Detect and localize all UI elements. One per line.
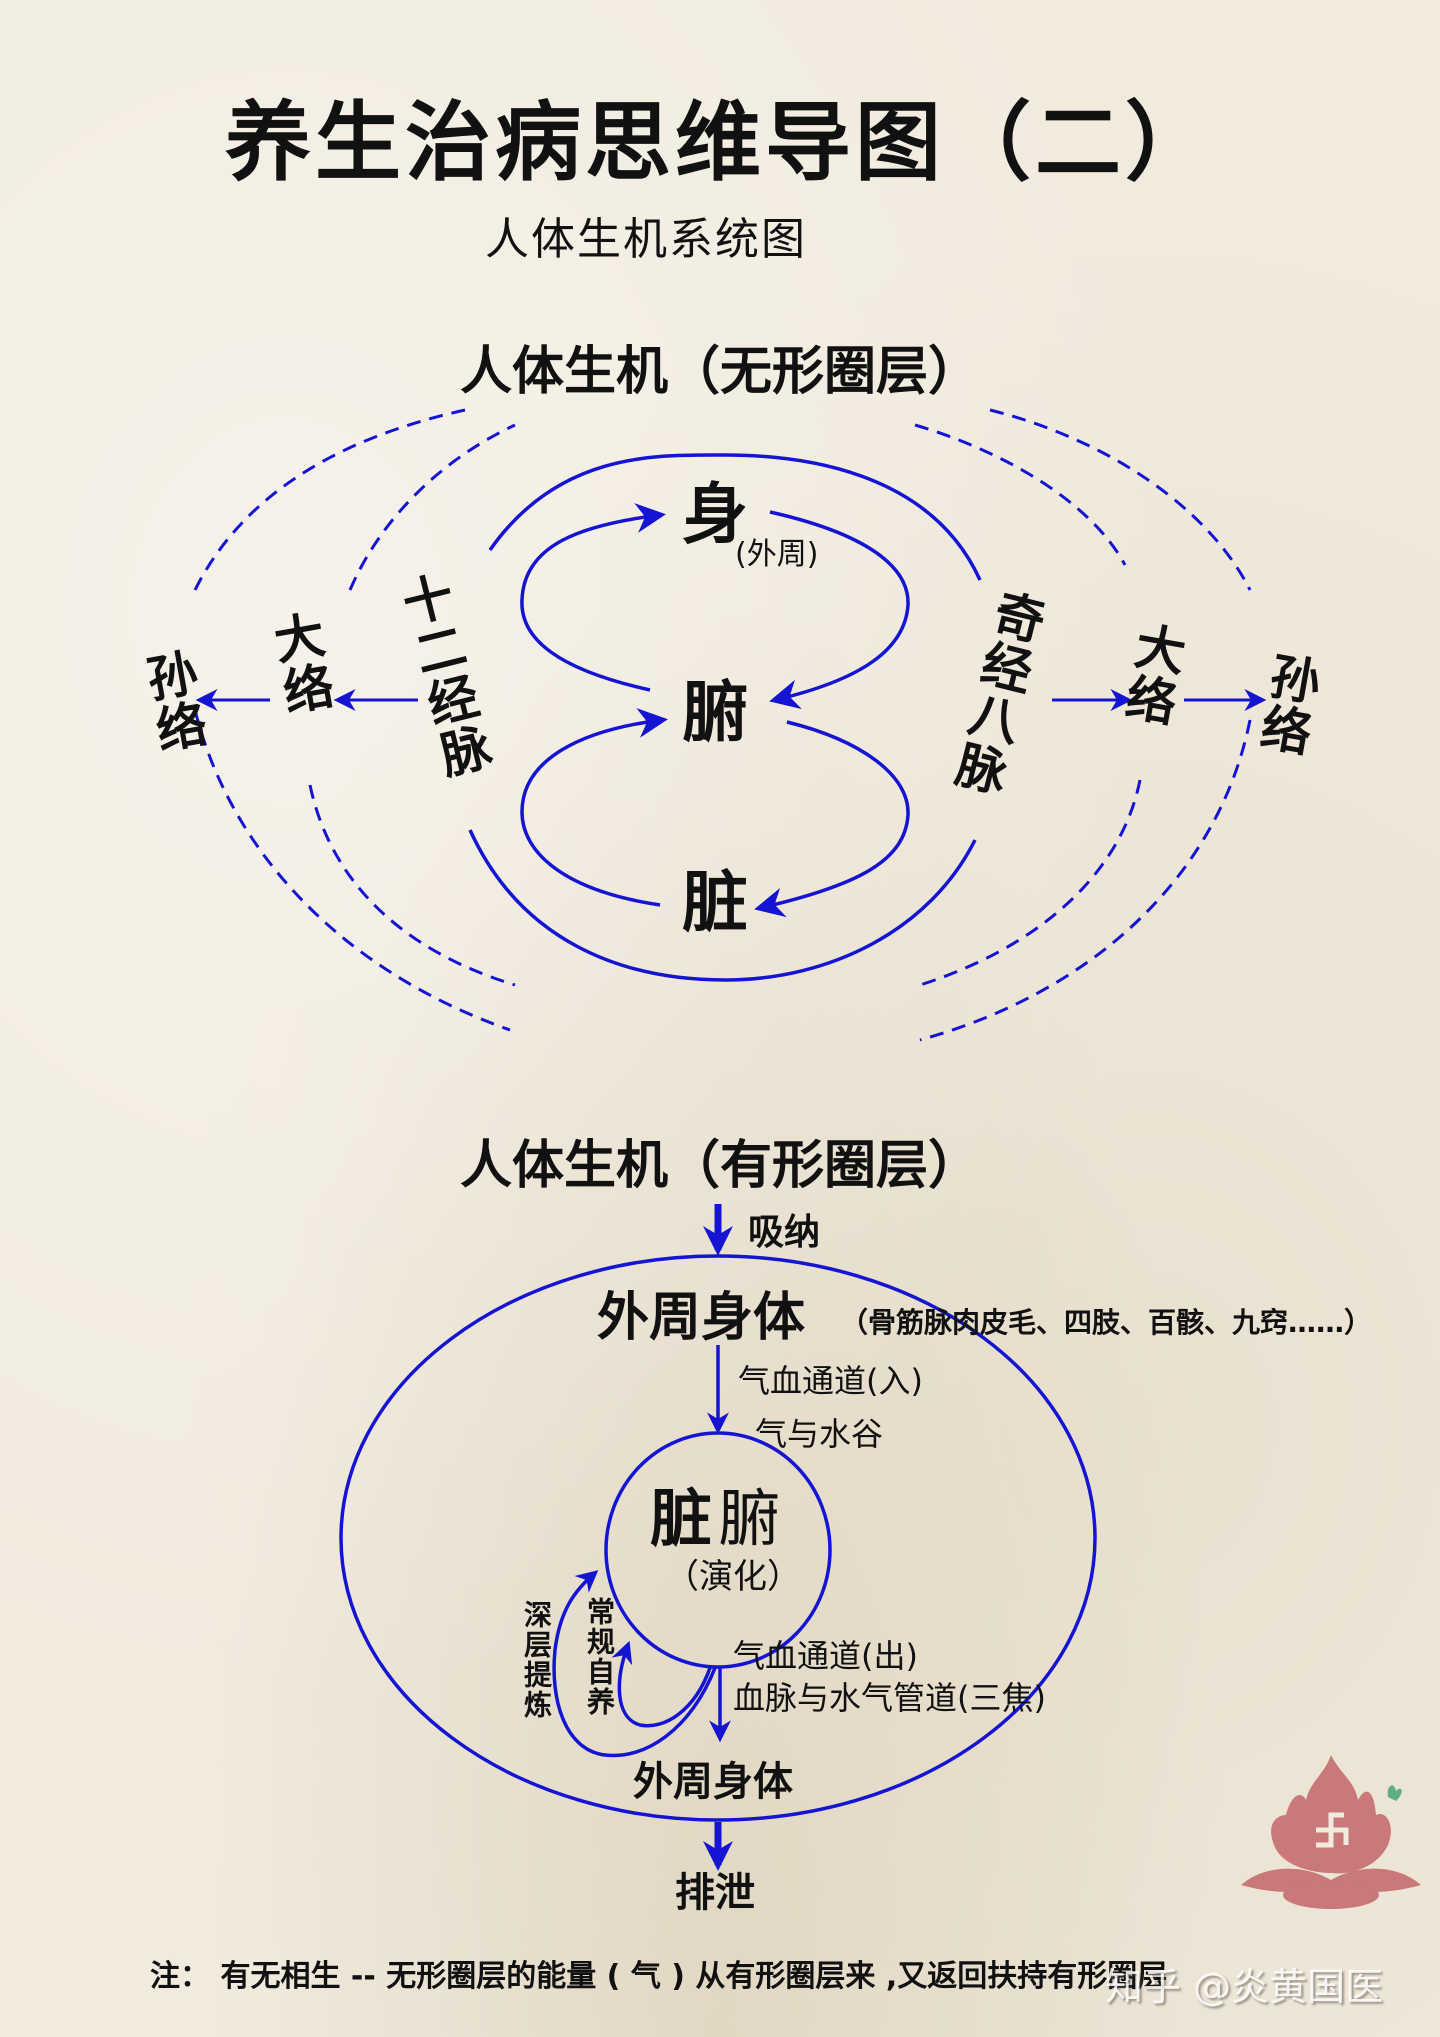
outer-solid-loop-top [488, 453, 982, 581]
node-fu: 腑 [682, 674, 748, 751]
routine-nourish-label: 常规自养 [583, 1597, 616, 1717]
organ-fu: 腑 [718, 1482, 781, 1555]
outer-body-oval [339, 1254, 1097, 1822]
footer-note: 注： 有无相生 -- 无形圈层的能量 ( 气 ) 从有形圈层来 ,又返回扶持有形… [150, 1959, 1168, 1994]
left-dashed-arc-inner-top [348, 423, 516, 591]
intangible-diagram-lines [193, 408, 1267, 1042]
deep-refine-curve [552, 1570, 717, 1758]
node-body-note: (外周) [735, 537, 819, 572]
channel-out-label: 气血通道(出) [733, 1637, 918, 1675]
organ-note: （演化） [665, 1557, 801, 1597]
excrete-label: 排泄 [675, 1870, 755, 1916]
upper-loop-left [520, 503, 666, 692]
watermark: 知乎 @炎黄国医 [1105, 1965, 1384, 2009]
lower-loop-right [754, 720, 910, 918]
outer-body-detail: （骨筋脉肉皮毛、四肢、百骸、九窍……） [840, 1306, 1373, 1339]
outer-solid-loop-bottom [468, 829, 977, 982]
right-dashed-arc-inner-bottom [919, 779, 1142, 987]
outer-body-bottom: 外周身体 [633, 1759, 793, 1805]
intangible-heading: 人体生机（无形圈层） [459, 342, 980, 402]
right-dashed-arc-outer-top [989, 408, 1252, 591]
node-body: 身 [682, 476, 748, 553]
channel-in-label: 气血通道(入) [738, 1362, 923, 1400]
left-dashed-arc-outer-bottom [193, 709, 511, 1032]
tangible-heading: 人体生机（有形圈层） [459, 1136, 980, 1196]
channel-in-content: 气与水谷 [755, 1415, 884, 1453]
page-title: 养生治病思维导图（二） [225, 93, 1215, 193]
organ-zang: 脏 [650, 1482, 713, 1555]
intake-label: 吸纳 [748, 1212, 821, 1253]
page-subtitle: 人体生机系统图 [485, 214, 807, 265]
left-dashed-arc-outer-top [193, 408, 466, 591]
right-dashed-arc-inner-top [914, 423, 1127, 566]
node-zang: 脏 [682, 864, 748, 941]
channel-out-content: 血脉与水气管道(三焦) [733, 1679, 1046, 1717]
left-dashed-arc-inner-bottom [308, 784, 516, 987]
lotus-swastika-logo-icon [1241, 1755, 1421, 1909]
outer-body-top: 外周身体 [597, 1288, 806, 1348]
routine-nourish-curve [611, 1640, 712, 1728]
lower-loop-left [520, 708, 668, 907]
tangible-diagram-lines [339, 1204, 1097, 1871]
deep-refine-label: 深层提炼 [520, 1600, 553, 1720]
upper-loop-right [769, 510, 910, 710]
